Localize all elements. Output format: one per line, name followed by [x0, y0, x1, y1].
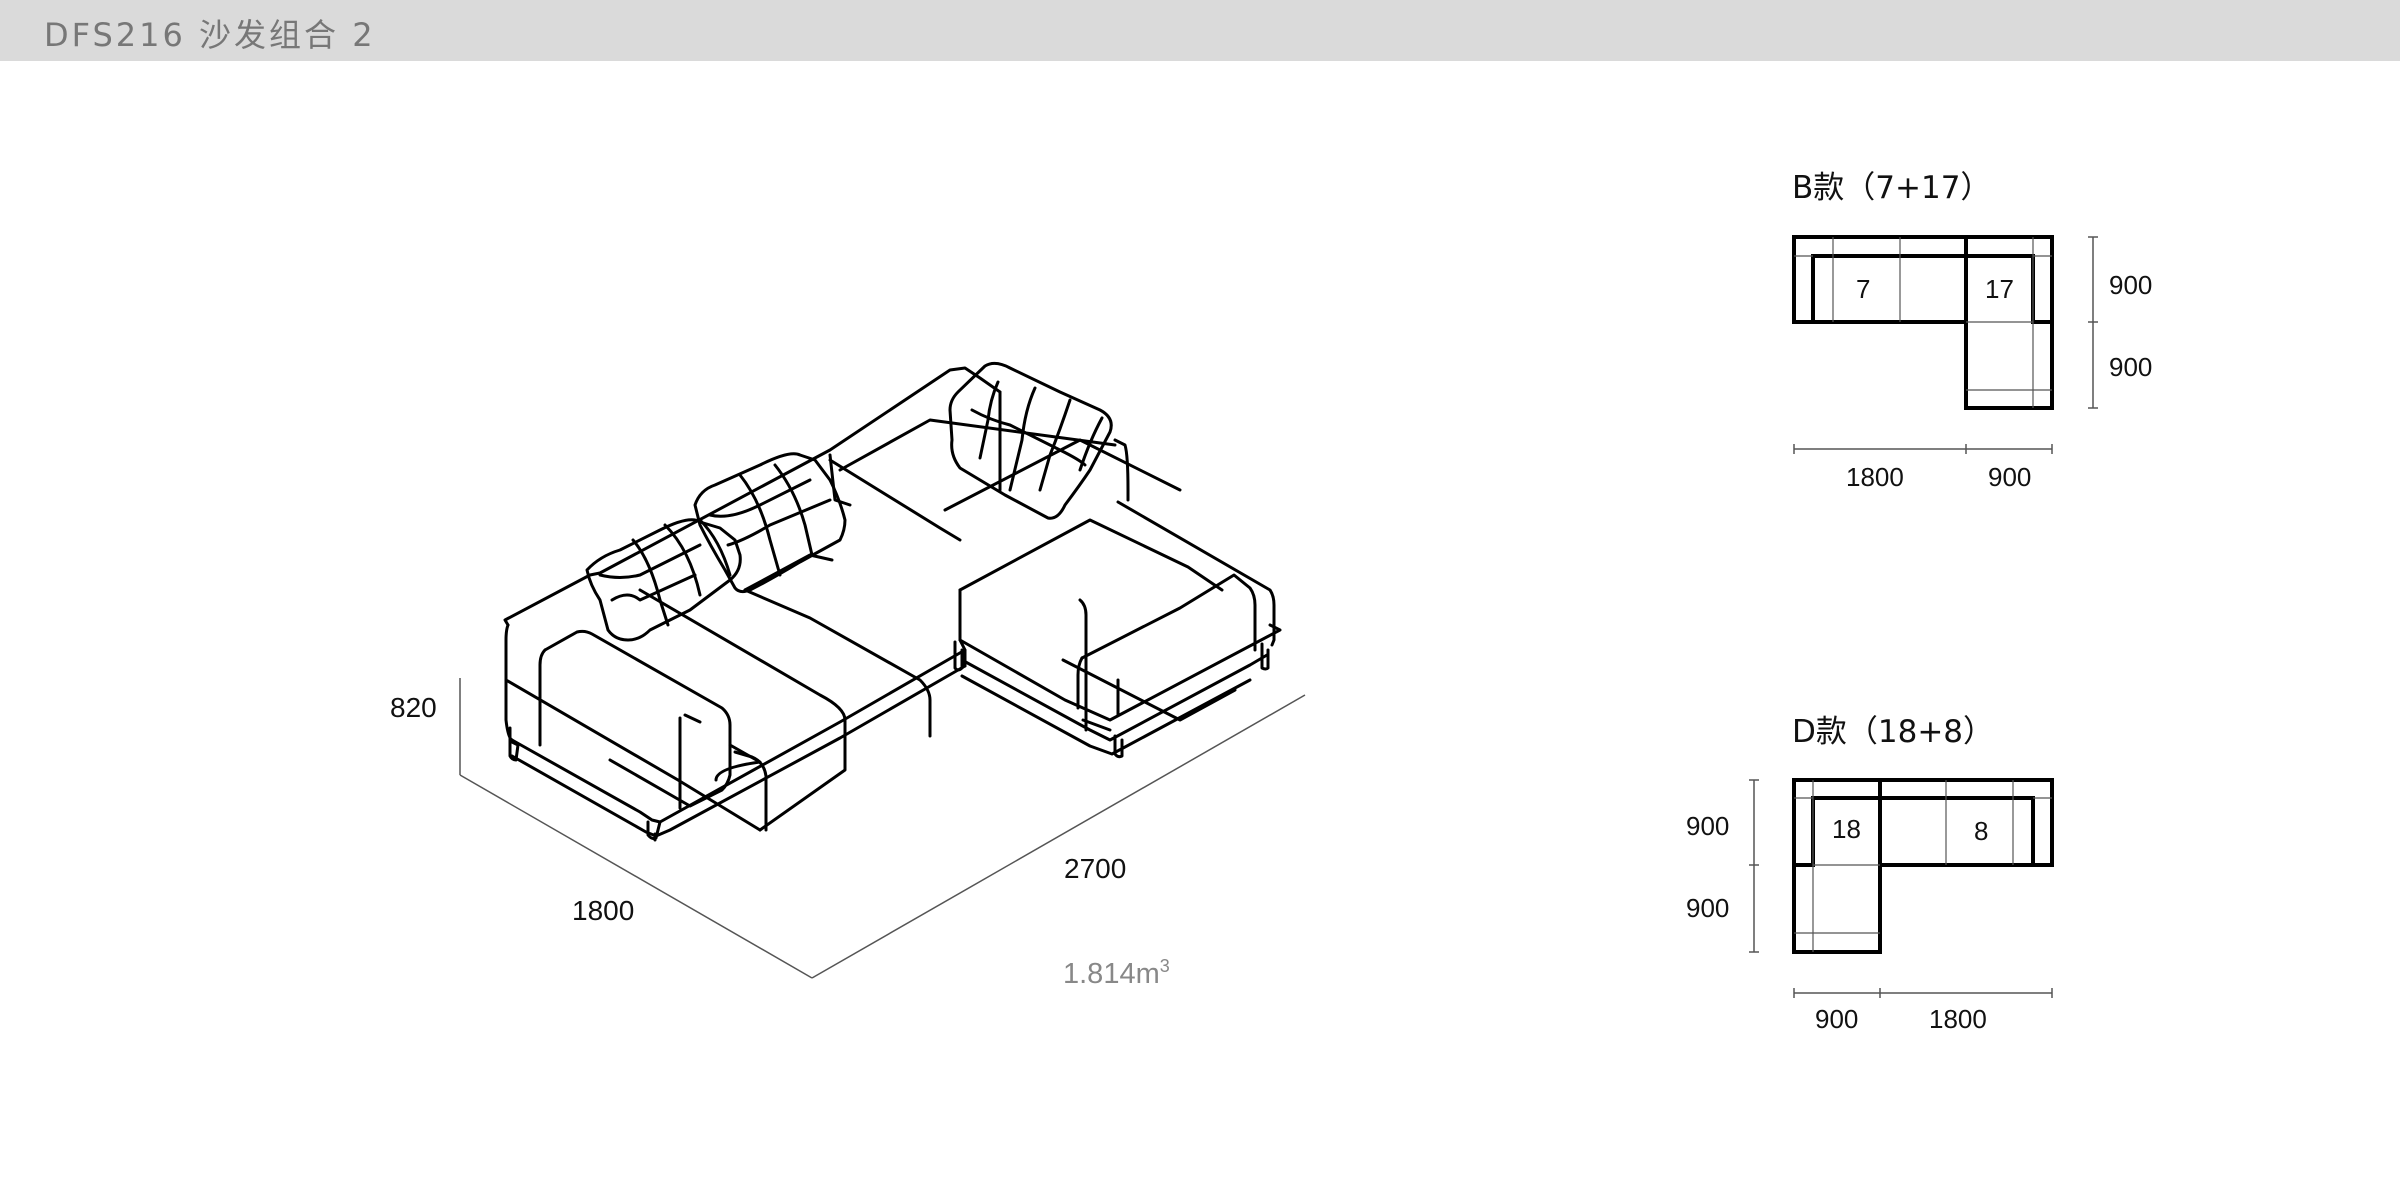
module-label-17: 17	[1985, 274, 2014, 304]
variant-b-dim-horizontal-left: 1800	[1846, 462, 1904, 492]
dimension-height: 820	[390, 692, 437, 723]
dimension-depth: 1800	[572, 895, 635, 926]
module-label-8: 8	[1974, 816, 1989, 846]
variant-b-dim-vertical-bottom: 900	[2109, 352, 2153, 382]
volume-label: 1.814m3	[1063, 956, 1170, 991]
variant-d-dim-horizontal-left: 900	[1815, 1004, 1859, 1034]
variant-b-dim-horizontal-right: 900	[1988, 462, 2032, 492]
volume-value: 1.814m	[1063, 958, 1160, 990]
variant-d-dim-horizontal-right: 1800	[1929, 1004, 1987, 1034]
page-title: DFS216 沙发组合 2	[44, 16, 376, 54]
variant-d-dim-vertical-top: 900	[1686, 811, 1730, 841]
variant-d-title: D款（18+8）	[1792, 714, 1995, 750]
variant-d-dim-vertical-bottom: 900	[1686, 893, 1730, 923]
header-bar: DFS216 沙发组合 2	[0, 0, 2400, 61]
variant-b-title: B款（7+17）	[1792, 170, 1992, 206]
variant-b-dim-vertical-top: 900	[2109, 270, 2153, 300]
volume-unit-superscript: 3	[1159, 956, 1170, 976]
dimension-width: 2700	[1064, 853, 1127, 884]
module-label-18: 18	[1832, 814, 1861, 844]
module-label-7: 7	[1856, 274, 1871, 304]
